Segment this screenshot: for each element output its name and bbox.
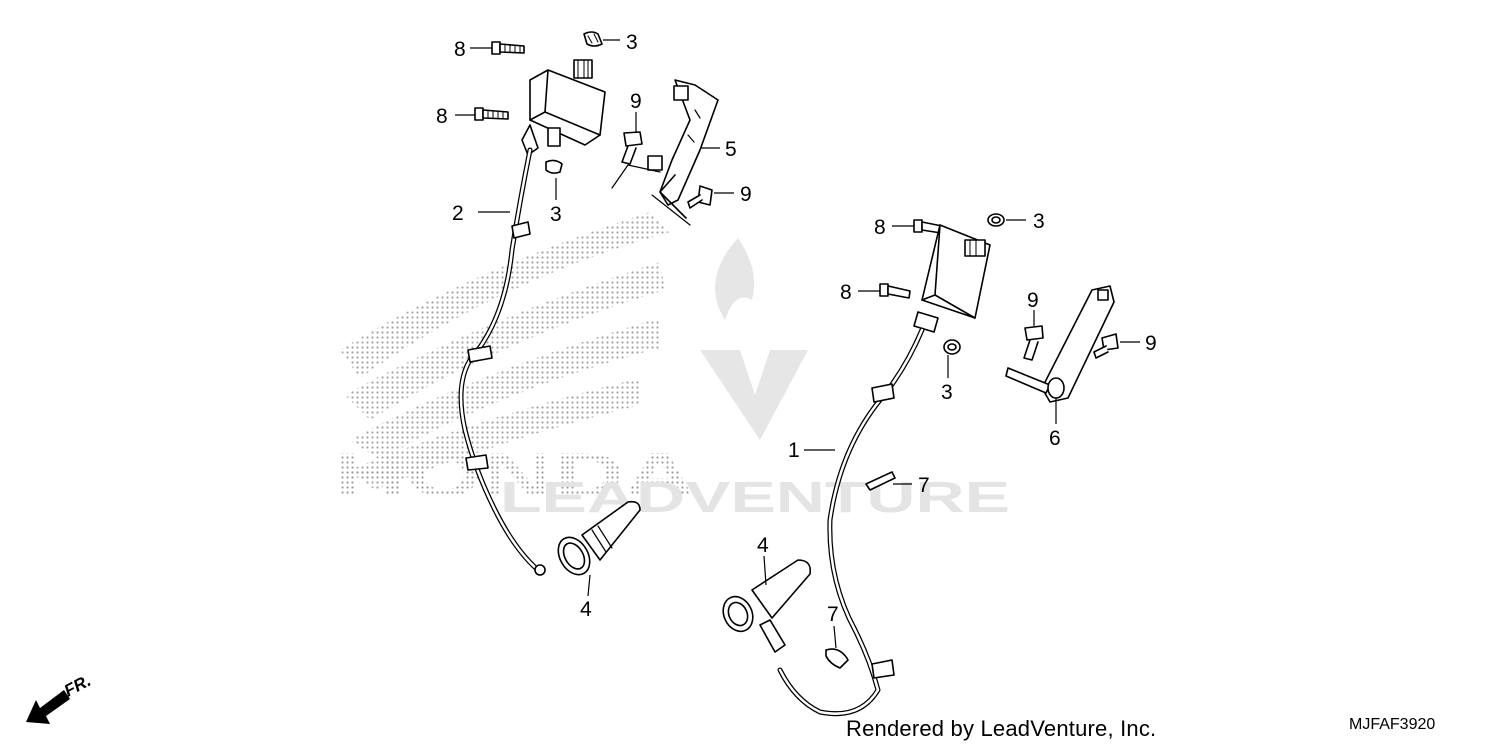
plug-cap-4-right [722,559,812,653]
flange-bolt-9-right-right [1093,333,1119,359]
ignition-coil-right [913,224,991,333]
callout-7-lower: 7 [827,603,839,626]
callout-9-upper-left: 9 [630,90,642,113]
nut-3-lower-right [943,339,961,355]
honda-wordmark-watermark: HONDA [335,441,695,510]
leadventure-wordmark-watermark: LEADVENTURE [500,473,1010,522]
flange-bolt-9-right-left [687,185,713,209]
callout-3-lower-right: 3 [941,381,953,404]
callout-7-upper: 7 [918,474,930,497]
nut-3-top-right [987,213,1005,227]
callout-6: 6 [1049,427,1061,450]
bracket-6 [1005,285,1115,403]
callout-9-left-right: 9 [1027,289,1039,312]
callout-9-right-left: 9 [740,183,752,206]
band-7-lower [825,648,849,669]
footer-credit: Rendered by LeadVenture, Inc. [846,716,1157,741]
leader-lines [455,39,1140,649]
callout-8-lower-left: 8 [436,105,448,128]
bolt-8-lower-right [879,283,911,299]
clip-nut-3-top-left [583,31,603,47]
right-assembly [722,213,1119,717]
callout-9-right-right: 9 [1145,332,1157,355]
callout-2: 2 [452,202,464,225]
bolt-8-upper-left [491,41,525,55]
front-direction-arrow: FR. [26,671,94,724]
ignition-coil-left [521,59,606,156]
clip-nut-3-lower-left [545,159,563,174]
bracket-5 [647,79,719,226]
callout-3-upper-left: 3 [626,31,638,54]
callout-4-right: 4 [757,534,769,557]
leadventure-logo-watermark [700,238,808,440]
bolt-8-lower-left [474,107,509,121]
plug-cap-4-left [557,500,641,576]
flange-bolt-9-upper-left [621,131,643,165]
diagram-code: MJFAF3920 [1349,716,1436,733]
honda-wing-watermark [340,212,670,490]
left-assembly [458,31,719,576]
band-7-upper [865,471,896,491]
callout-4-left: 4 [580,598,592,621]
callout-8-upper-left: 8 [454,38,466,61]
callout-8-upper-right: 8 [874,216,886,239]
flange-bolt-9-left-right [1023,325,1044,361]
callout-5: 5 [725,138,737,161]
callout-1: 1 [788,439,800,462]
callout-8-lower-right: 8 [840,281,852,304]
callout-3-upper-right: 3 [1033,210,1045,233]
callout-3-lower-left: 3 [550,203,562,226]
callout-labels: 8 3 8 9 5 9 3 2 4 8 3 8 9 9 3 6 1 7 4 7 [436,31,1157,626]
